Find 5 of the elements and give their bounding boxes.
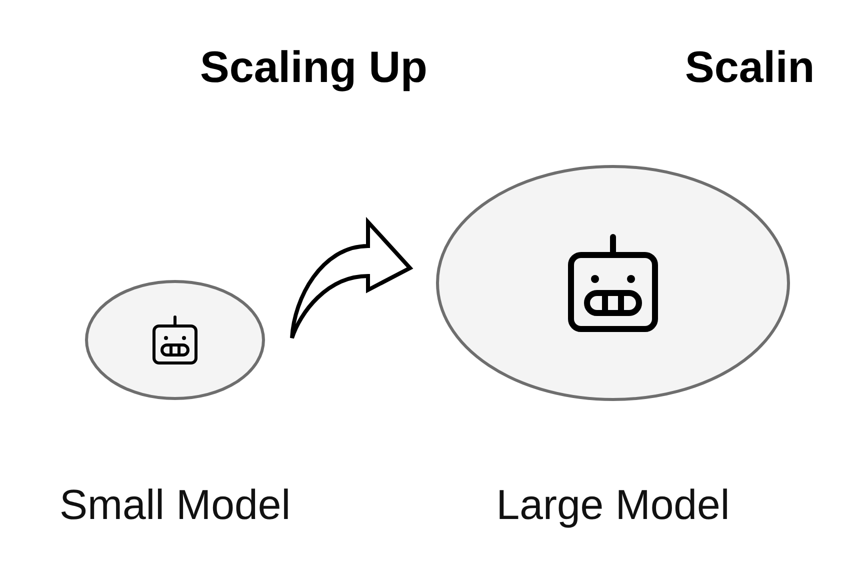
section-heading: Scaling Up xyxy=(200,46,428,90)
section-heading: Scalin xyxy=(685,46,815,90)
curved-arrow xyxy=(290,220,412,340)
model-label: Small Model xyxy=(58,480,292,530)
model-label: Large Model xyxy=(495,480,731,530)
